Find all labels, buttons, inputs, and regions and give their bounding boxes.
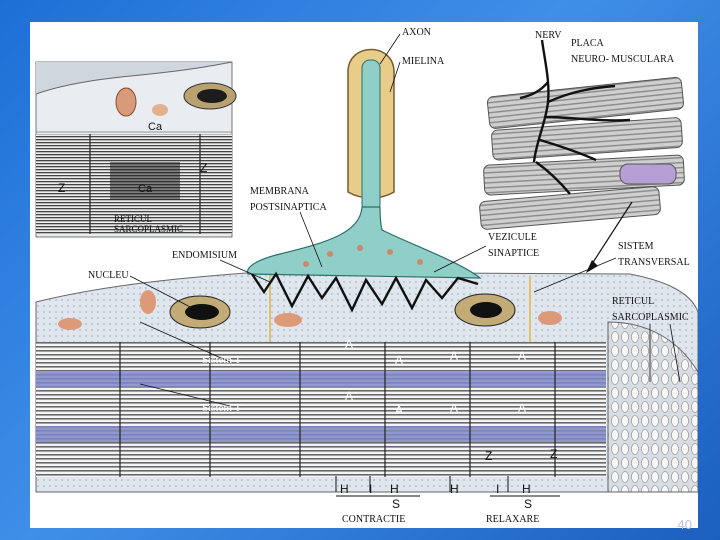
muscle-fiber-body [35, 270, 698, 493]
label-axon: AXON [402, 27, 431, 38]
label-membrana-2: POSTSINAPTICA [250, 202, 327, 213]
label-reticul-right-1: RETICUL [612, 296, 654, 307]
label-s-relaxare: S [524, 497, 532, 511]
label-a-4: A [518, 349, 526, 363]
label-a-3: A [450, 349, 458, 363]
label-sistem-transversal-2: TRANSVERSAL [618, 257, 690, 268]
label-ca-2: Ca [138, 183, 153, 195]
label-h2-contractie: H [390, 482, 399, 496]
label-a-7: A [450, 401, 458, 415]
band-legend [335, 476, 560, 497]
label-a-2: A [395, 353, 403, 367]
label-sistem-t-1: Sistem T [202, 354, 242, 366]
label-a-5: A [345, 389, 353, 403]
label-nucleu: NUCLEU [88, 270, 129, 281]
label-contractie: CONTRACTIE [342, 514, 405, 525]
label-endomisium: ENDOMISIUM [172, 250, 237, 261]
label-placa-2: NEURO- MUSCULARA [571, 54, 675, 65]
axon-and-synapse [246, 48, 482, 313]
label-mielina: MIELINA [402, 56, 445, 67]
label-s-contractie: S [392, 497, 400, 511]
label-i-contractie: I [369, 482, 372, 496]
label-placa-1: PLACA [571, 38, 605, 49]
nerve-fiber-bundle [479, 39, 685, 230]
label-ca-1: Ca [148, 121, 163, 133]
label-z-bottom-2: Z [550, 447, 557, 461]
label-a-6: A [395, 403, 403, 417]
leader-lines [129, 33, 681, 407]
inset-panel [35, 61, 237, 238]
label-reticul-inset-1: RETICUL [114, 214, 152, 224]
label-h-contractie: H [340, 482, 349, 496]
label-vezicule-1: VEZICULE [488, 232, 537, 243]
label-nerv: NERV [535, 30, 562, 41]
label-z-inset-left: Z [58, 181, 65, 195]
muscle-fiber-diagram: Ca Ca Z Z RETICUL SARCOPLASMIC NERV PLAC… [35, 27, 698, 525]
slide-content: Ca Ca Z Z RETICUL SARCOPLASMIC NERV PLAC… [30, 22, 698, 528]
label-sistem-t-2: Sistem T [202, 402, 242, 414]
label-sistem-transversal-1: SISTEM [618, 241, 654, 252]
label-reticul-inset-2: SARCOPLASMIC [114, 224, 183, 234]
label-h2-relaxare: H [522, 482, 531, 496]
label-relaxare: RELAXARE [486, 514, 539, 525]
label-membrana-1: MEMBRANA [250, 186, 310, 197]
label-a-8: A [518, 401, 526, 415]
label-a-1: A [345, 337, 353, 351]
label-i-relaxare: I [496, 482, 499, 496]
page-number: 40 [677, 517, 692, 532]
label-h-relaxare: H [450, 482, 459, 496]
label-z-inset-right: Z [200, 161, 207, 175]
label-vezicule-2: SINAPTICE [488, 248, 539, 259]
label-reticul-right-2: SARCOPLASMIC [612, 312, 689, 323]
label-z-bottom-1: Z [485, 449, 492, 463]
